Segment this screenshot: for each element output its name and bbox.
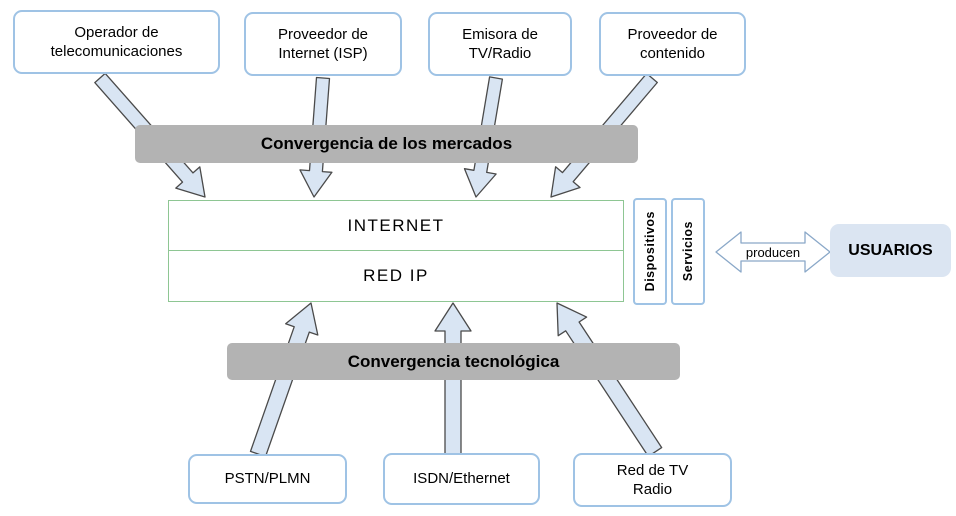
column-servicios: Servicios xyxy=(671,198,705,305)
box-emisora-tv-radio: Emisora de TV/Radio xyxy=(428,12,572,76)
box-operador-telecomunicaciones: Operador de telecomunicaciones xyxy=(13,10,220,74)
producen-label: producen xyxy=(745,245,801,260)
red-ip-row: RED IP xyxy=(363,266,429,285)
dispositivos-label: Dispositivos xyxy=(643,211,657,292)
servicios-label: Servicios xyxy=(681,221,695,282)
box-proveedor-contenido: Proveedor de contenido xyxy=(599,12,746,76)
internet-row: INTERNET xyxy=(169,201,623,251)
box-internet-redip: INTERNET RED IP xyxy=(168,200,624,302)
bar-convergencia-tecnologica: Convergencia tecnológica xyxy=(227,343,680,380)
box-red-de-tv-radio: Red de TV Radio xyxy=(573,453,732,507)
box-pstn-plmn: PSTN/PLMN xyxy=(188,454,347,504)
column-dispositivos: Dispositivos xyxy=(633,198,667,305)
box-usuarios: USUARIOS xyxy=(830,224,951,277)
bar-convergencia-mercados: Convergencia de los mercados xyxy=(135,125,638,163)
box-proveedor-internet-isp: Proveedor de Internet (ISP) xyxy=(244,12,402,76)
box-isdn-ethernet: ISDN/Ethernet xyxy=(383,453,540,505)
